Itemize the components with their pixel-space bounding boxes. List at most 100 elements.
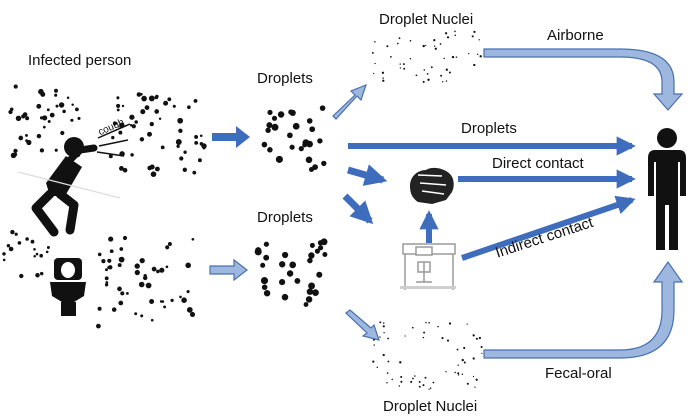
droplet-dot	[428, 388, 430, 390]
droplet-dot	[476, 53, 479, 56]
droplet-dot	[134, 263, 140, 269]
droplet-dot	[77, 116, 81, 120]
droplet-dot	[374, 40, 376, 43]
droplet-dot	[70, 118, 74, 122]
droplet-dot	[383, 322, 385, 324]
droplet-dot	[105, 268, 108, 272]
droplet-dot	[456, 348, 459, 351]
droplet-dot	[289, 144, 295, 150]
coughing-person-icon	[17, 123, 131, 237]
droplet-dot	[387, 337, 390, 340]
droplet-dot	[305, 296, 313, 303]
droplet-dot	[457, 364, 459, 366]
droplet-dot	[428, 322, 430, 324]
droplet-dot	[306, 288, 314, 295]
droplet-dot	[165, 245, 170, 250]
droplet-dot	[403, 67, 406, 70]
droplet-dot	[411, 326, 414, 329]
droplet-dot	[372, 360, 375, 363]
droplet-dot	[468, 52, 470, 55]
droplet-cluster-lower	[254, 238, 328, 307]
droplet-dot	[193, 98, 198, 103]
droplet-dot	[461, 373, 464, 375]
droplet-dot	[186, 307, 193, 313]
droplet-dot	[134, 120, 138, 124]
droplet-dot	[55, 104, 59, 108]
droplet-dot	[371, 51, 374, 54]
droplet-dot	[317, 138, 323, 144]
droplet-dot	[446, 339, 450, 342]
droplet-dot	[108, 236, 114, 242]
droplet-dot	[142, 275, 148, 281]
droplet-dot	[175, 139, 182, 145]
arrow-airborne	[483, 48, 684, 111]
droplet-dot	[321, 160, 327, 167]
droplet-dot	[170, 298, 174, 303]
droplet-dot	[373, 344, 375, 346]
droplet-dot	[160, 145, 165, 150]
droplet-dot	[472, 357, 475, 360]
arrow-toilet-to-droplets	[209, 258, 248, 282]
droplet-dot	[36, 103, 42, 109]
droplet-dot	[39, 253, 44, 258]
droplet-dot	[66, 96, 70, 99]
droplet-dot	[119, 166, 124, 171]
droplet-dot	[386, 372, 389, 374]
droplet-dot	[382, 325, 385, 328]
droplet-dot	[125, 291, 129, 295]
droplet-dot	[379, 336, 381, 338]
droplet-dot	[149, 121, 154, 127]
droplet-dot	[294, 277, 301, 284]
droplet-dot	[454, 371, 456, 374]
droplet-dot	[179, 156, 184, 161]
droplet-dot	[116, 103, 121, 108]
droplet-dot	[422, 44, 425, 48]
droplet-dot	[433, 39, 436, 42]
droplet-dot	[147, 165, 152, 171]
droplet-dot	[463, 361, 466, 364]
droplet-dot	[426, 73, 429, 75]
droplet-dot	[134, 312, 138, 316]
droplet-dot	[14, 152, 18, 157]
droplet-dot	[423, 331, 426, 334]
droplet-dot	[178, 128, 183, 133]
droplet-dot	[260, 277, 269, 285]
droplet-dot	[374, 62, 376, 65]
droplet-dot	[159, 300, 163, 303]
droplet-dot	[163, 305, 167, 309]
droplet-dot	[111, 135, 115, 140]
droplet-dot	[140, 314, 144, 318]
droplet-dot	[130, 153, 134, 157]
droplet-dot	[26, 139, 32, 146]
droplet-dot	[33, 248, 36, 251]
droplet-dot	[457, 374, 460, 376]
droplet-dot	[472, 375, 475, 378]
droplet-cloud-cough-left	[8, 84, 81, 159]
droplet-cloud-toilet-left	[2, 229, 50, 279]
droplet-dot	[194, 140, 199, 145]
droplets-upper-label: Droplets	[257, 70, 313, 87]
droplet-dot	[194, 134, 199, 139]
droplet-dot	[271, 123, 279, 131]
droplet-dot	[383, 332, 385, 334]
direct-contact-label: Direct contact	[492, 155, 584, 172]
droplet-dot	[116, 96, 120, 100]
droplet-dot	[156, 269, 160, 274]
droplet-dot	[306, 118, 313, 124]
droplet-dot	[418, 380, 421, 383]
droplet-dot	[402, 63, 405, 66]
droplet-dot	[440, 74, 443, 77]
droplet-dot	[445, 68, 448, 71]
droplet-dot	[163, 100, 169, 106]
droplet-dot	[129, 123, 133, 127]
droplet-dot	[112, 121, 117, 126]
droplet-dot	[451, 55, 455, 59]
droplet-dot	[433, 45, 436, 47]
droplet-dot	[442, 81, 444, 83]
droplet-dot	[159, 267, 165, 273]
droplet-dot	[140, 109, 146, 115]
droplet-cloud-toilet-right	[96, 235, 196, 329]
droplet-dot	[199, 142, 204, 146]
droplet-dot	[373, 72, 375, 75]
